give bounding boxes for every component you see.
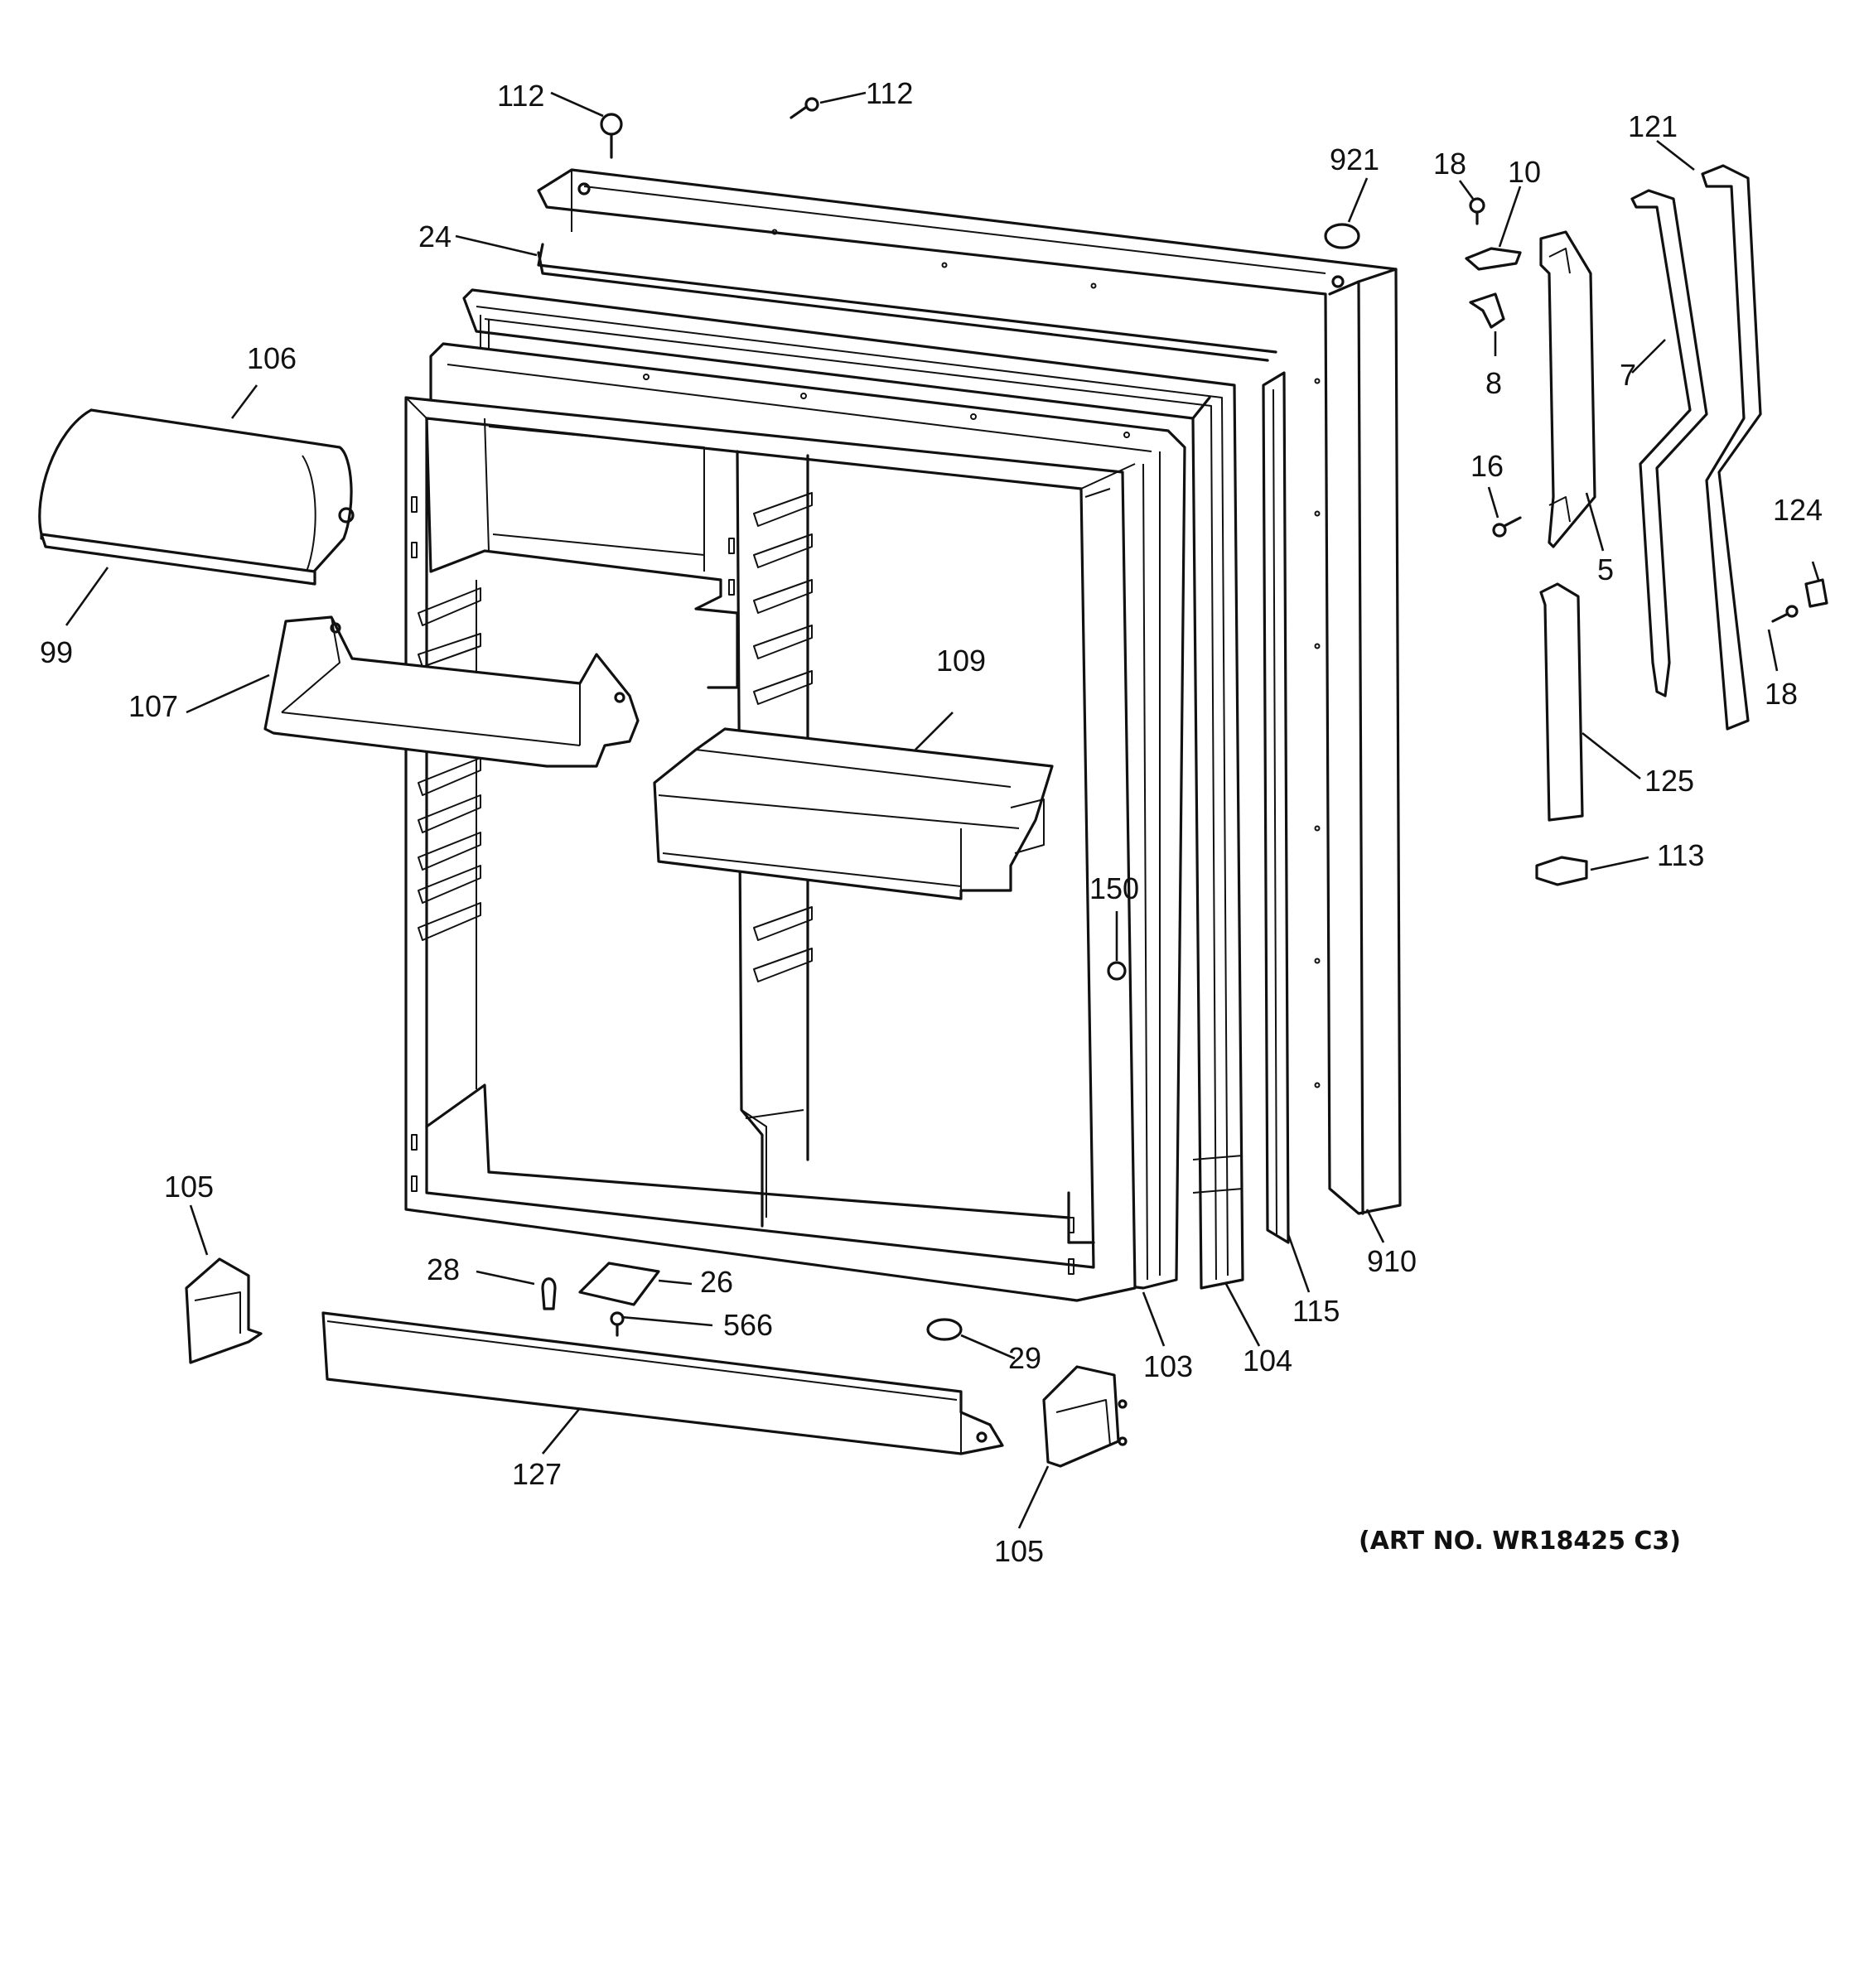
bracket-125 [1539,582,1584,822]
label-26: 26 [700,1265,733,1299]
label-99: 99 [40,635,73,669]
label-18-top: 18 [1433,147,1466,181]
label-109: 109 [936,644,986,678]
screw-112-left [600,113,623,159]
label-107: 107 [128,689,178,723]
callout-labels: 112 112 921 18 10 121 24 8 7 106 16 124 … [40,76,1823,1568]
label-127: 127 [512,1457,562,1491]
art-number: (ART NO. WR18425 C3) [1359,1527,1681,1556]
end-cap-105-right [1042,1365,1128,1468]
gasket-104 [462,288,1244,1290]
pin-28 [541,1277,557,1310]
label-112-right: 112 [866,76,913,110]
label-566: 566 [723,1308,773,1342]
label-28: 28 [427,1252,460,1286]
label-921: 921 [1330,142,1379,176]
outer-door-panel-910 [537,168,1402,1215]
leader-lines [65,91,1820,1529]
label-910: 910 [1367,1244,1417,1278]
label-105-right: 105 [994,1534,1044,1568]
label-113: 113 [1657,838,1704,872]
label-125: 125 [1644,764,1694,798]
spacer-113 [1535,856,1588,886]
screw-112-right [790,97,819,119]
screw-18-right [1771,605,1799,623]
handle-5 [1539,230,1596,548]
plate-26 [578,1262,660,1306]
shelf-107 [263,615,640,768]
label-5: 5 [1597,552,1614,586]
screw-16 [1492,516,1522,538]
grommet-29 [926,1318,963,1341]
label-18-right: 18 [1765,677,1798,711]
hinge-plate-10 [1465,247,1522,271]
end-cap-105-left [185,1257,263,1364]
screw-566 [610,1311,625,1337]
screw-150 [1107,961,1127,981]
dairy-door-99 [40,533,316,586]
label-10: 10 [1508,155,1541,189]
label-124: 124 [1773,493,1823,527]
hinge-7 [1630,189,1708,697]
label-121: 121 [1628,109,1678,143]
label-106: 106 [247,341,297,375]
top-strip-24 [537,251,1269,362]
label-29: 29 [1008,1341,1041,1375]
hinge-121 [1701,164,1762,731]
label-24: 24 [418,220,452,253]
label-16: 16 [1470,449,1504,483]
label-150: 150 [1089,871,1139,905]
strip-115 [1262,371,1290,1244]
label-115: 115 [1292,1294,1340,1328]
bin-109 [653,727,1054,900]
bracket-8 [1469,292,1505,329]
plug-921 [1324,223,1360,249]
label-8: 8 [1485,366,1502,400]
label-103: 103 [1143,1349,1193,1383]
screw-18-top [1469,197,1485,225]
label-104: 104 [1243,1344,1292,1378]
clip-124 [1804,578,1828,608]
bottom-rail-127 [321,1311,1004,1455]
label-112-left: 112 [497,79,544,113]
dairy-compartment-106 [38,408,355,581]
label-105-left: 105 [164,1170,214,1204]
label-7: 7 [1620,358,1636,392]
